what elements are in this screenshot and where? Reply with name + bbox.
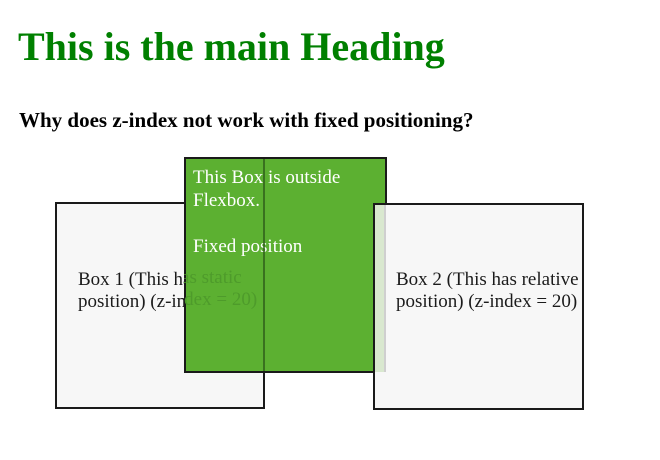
box-2-text: Box 2 (This has relative position) (z-in… (396, 269, 579, 312)
page-title: This is the main Heading (18, 24, 445, 69)
box-2-relative: Box 2 (This has relative position) (z-in… (373, 203, 584, 410)
green-fixed-box: This Box is outside Flexbox. Fixed posit… (184, 157, 387, 373)
green-box-spacer (193, 212, 383, 235)
page-subtitle: Why does z-index not work with fixed pos… (19, 108, 474, 132)
green-box-line-2: Fixed position (193, 236, 303, 257)
green-box-line-1: This Box is outside Flexbox. (193, 167, 341, 211)
green-box-text-group: This Box is outside Flexbox. Fixed posit… (193, 166, 383, 258)
